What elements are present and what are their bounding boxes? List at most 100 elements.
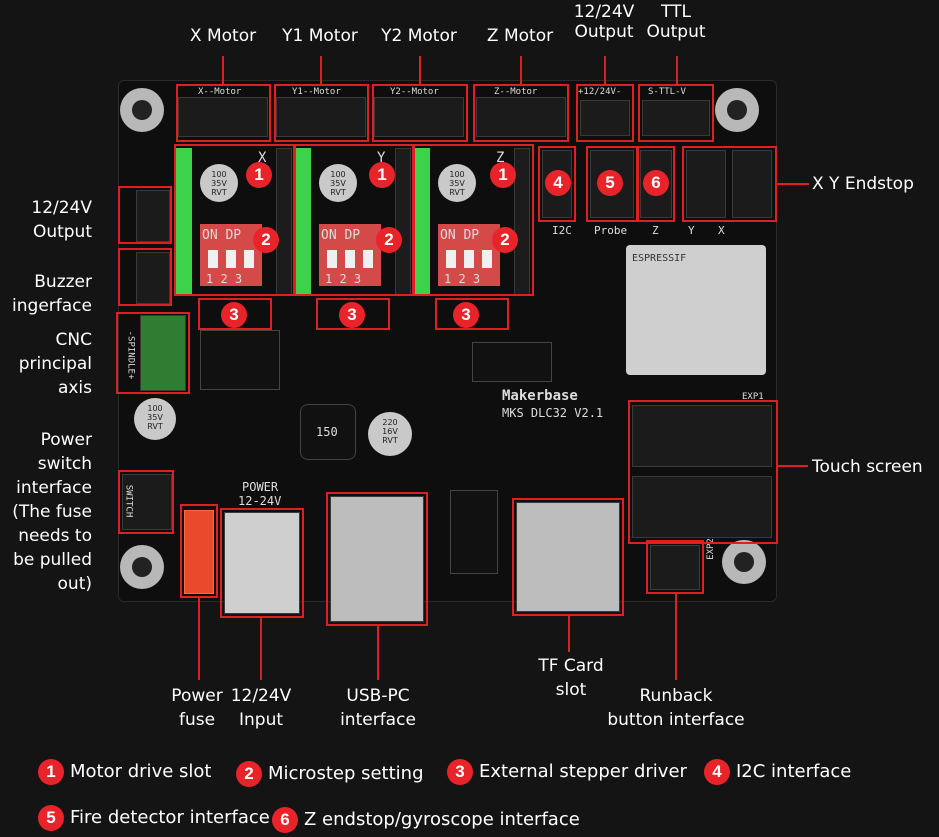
leader-y1-motor (320, 56, 322, 84)
y1-motor-silk: Y1--Motor (292, 87, 341, 97)
ttl-connector (642, 100, 710, 136)
dip-toggle (482, 250, 492, 268)
highlight-y1-motor (274, 84, 369, 142)
highlight-spindle (116, 312, 190, 394)
dip-toggle (244, 250, 254, 268)
legend-text-4: I2C interface (736, 761, 852, 782)
label-left-output-line1: 12/24V (31, 198, 92, 218)
output-12-24-silk: +12/24V- (578, 87, 622, 97)
marker-3-x: 3 (221, 302, 247, 328)
switch-connector (122, 474, 172, 530)
label-z-motor: Z Motor (486, 26, 554, 46)
label-left-output-line2: Output (32, 222, 92, 242)
marker-2-x: 2 (253, 227, 279, 253)
leader-input (260, 618, 262, 680)
dip-on-label: ON DP (440, 228, 480, 243)
dip-toggle (464, 250, 474, 268)
leader-ttl (676, 56, 678, 84)
label-buzzer-line2: ingerface (12, 296, 92, 316)
legend-item-5: 5 Fire detector interface (38, 805, 270, 831)
esp-brand: ESPRESSIF (632, 253, 687, 264)
label-top-output-line2: Output (574, 22, 634, 42)
label-power-fuse-line2: fuse (178, 710, 216, 730)
legend-item-2: 2 Microstep setting (236, 761, 424, 787)
legend-text-1: Motor drive slot (70, 761, 212, 782)
leader-usb (377, 626, 379, 680)
highlight-driver-y (293, 144, 415, 296)
label-top-output-line1: 12/24V (573, 2, 635, 22)
model-silk: MKS DLC32 V2.1 (502, 406, 604, 420)
y2-motor-connector (374, 97, 464, 137)
main-ic (472, 342, 552, 382)
axis-label-x: X (258, 150, 267, 166)
buzzer-connector (136, 252, 170, 304)
dip-toggle (363, 250, 373, 268)
inductor-silk: 150 (316, 425, 338, 439)
i2c-silk: I2C (552, 224, 572, 237)
label-ttl-line1: TTL (661, 2, 691, 22)
leader-z-motor (520, 56, 522, 84)
label-cnc-line1: CNC (55, 330, 92, 350)
legend-badge-2: 2 (236, 761, 262, 787)
y1-motor-connector (276, 97, 366, 137)
dip-numbers: 1 2 3 (444, 272, 481, 286)
left-output-connector (136, 190, 170, 242)
leader-tf (568, 616, 570, 652)
label-tf-line2: slot (555, 680, 587, 700)
label-power-switch-line6: be pulled (13, 550, 92, 570)
dip-numbers: 1 2 3 (206, 272, 243, 286)
legend-item-4: 4 I2C interface (704, 759, 851, 785)
dip-numbers: 1 2 3 (325, 272, 362, 286)
marker-4: 4 (545, 170, 571, 196)
highlight-runback (646, 540, 704, 594)
esp32-module: ESPRESSIF (626, 245, 766, 375)
exp2-header (632, 476, 772, 538)
label-ttl-line2: Output (646, 22, 706, 42)
mount-hole-top-left (120, 88, 164, 132)
label-power-fuse-line1: Power (171, 686, 223, 706)
label-runback-line1: Runback (639, 686, 713, 706)
axis-label-y: Y (377, 150, 386, 166)
legend-text-6: Z endstop/gyroscope interface (304, 809, 580, 830)
highlight-x-motor (176, 84, 271, 142)
marker-3-z: 3 (453, 302, 479, 328)
dip-toggle (446, 250, 456, 268)
x-motor-connector (178, 97, 268, 137)
label-input-line1: 12/24V (230, 686, 292, 706)
label-y1-motor: Y1 Motor (282, 26, 358, 46)
highlight-switch (118, 470, 174, 534)
highlight-z-endstop (637, 146, 675, 222)
power-silk: POWER (242, 480, 279, 494)
voltage-regulator (200, 330, 280, 390)
legend-text-3: External stepper driver (479, 761, 687, 782)
marker-6: 6 (643, 170, 669, 196)
spindle-terminal (140, 315, 186, 391)
dip-on-label: ON DP (321, 228, 361, 243)
dip-toggle (208, 250, 218, 268)
marker-1-y: 1 (369, 162, 395, 188)
highlight-fuse (180, 504, 218, 598)
label-buzzer-line1: Buzzer (34, 272, 92, 292)
exp1-header (632, 405, 772, 467)
highlight-ttl (638, 84, 714, 142)
usb-ic (450, 490, 498, 574)
marker-3-y: 3 (339, 302, 365, 328)
label-power-switch-line3: interface (16, 478, 92, 498)
leader-xy-endstop (777, 183, 809, 185)
label-tf-line1: TF Card (538, 656, 604, 676)
label-y2-motor: Y2 Motor (381, 26, 457, 46)
x-endstop-connector (732, 150, 772, 218)
inductor (300, 404, 356, 460)
label-usb-line2: interface (340, 710, 416, 730)
highlight-left-output (118, 186, 172, 244)
y-endstop-connector (686, 150, 726, 218)
highlight-tf (512, 498, 624, 616)
label-runback-line2: button interface (607, 710, 745, 730)
legend-badge-4: 4 (704, 759, 730, 785)
x-motor-silk: X--Motor (198, 87, 242, 97)
highlight-driver-z (412, 144, 534, 296)
leader-touch (778, 465, 808, 467)
leader-y2-motor (419, 56, 421, 84)
driver-header-left (414, 148, 430, 296)
probe-silk: Probe (594, 224, 628, 237)
